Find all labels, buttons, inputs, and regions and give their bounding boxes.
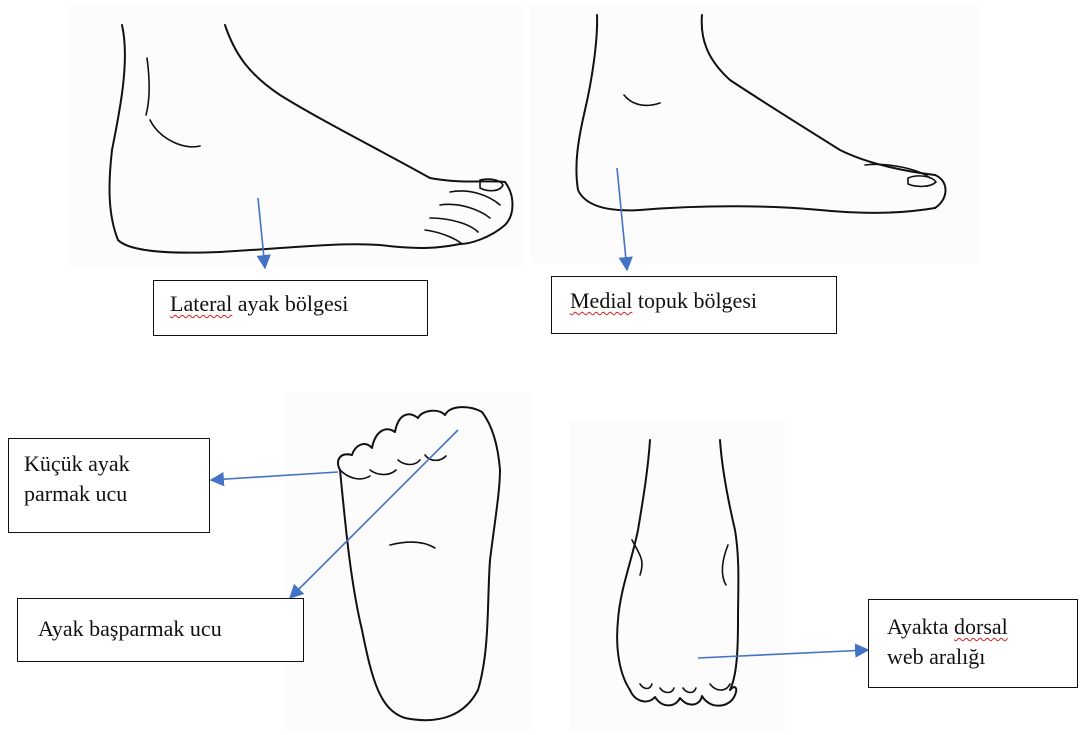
label-little-toe-line1: Küçük ayak	[24, 449, 209, 479]
label-little-toe-tip: Küçük ayak parmak ucu	[8, 438, 210, 533]
arrow-medial	[617, 168, 627, 270]
label-dorsal-line1: Ayakta dorsal	[887, 612, 1077, 642]
arrow-little-toe	[211, 472, 338, 480]
label-dorsal-pre: Ayakta	[887, 614, 954, 639]
label-medial-heel-region: Medial topuk bölgesi	[551, 276, 837, 334]
label-little-toe-line2: parmak ucu	[24, 479, 209, 509]
label-lateral-term: Lateral	[170, 291, 232, 316]
arrow-dorsal-web	[698, 650, 868, 658]
label-dorsal-term: dorsal	[954, 614, 1008, 639]
label-medial-rest: topuk bölgesi	[632, 288, 757, 313]
label-medial-term: Medial	[570, 288, 632, 313]
label-big-toe-tip: Ayak başparmak ucu	[17, 598, 304, 662]
arrow-big-toe	[290, 430, 458, 598]
label-lateral-foot-region: Lateral ayak bölgesi	[153, 280, 428, 336]
label-lateral-rest: ayak bölgesi	[232, 291, 348, 316]
label-big-toe-text: Ayak başparmak ucu	[38, 616, 222, 641]
arrow-lateral	[258, 198, 265, 268]
label-dorsal-web-space: Ayakta dorsal web aralığı	[868, 599, 1078, 688]
label-dorsal-line2: web aralığı	[887, 642, 1077, 672]
